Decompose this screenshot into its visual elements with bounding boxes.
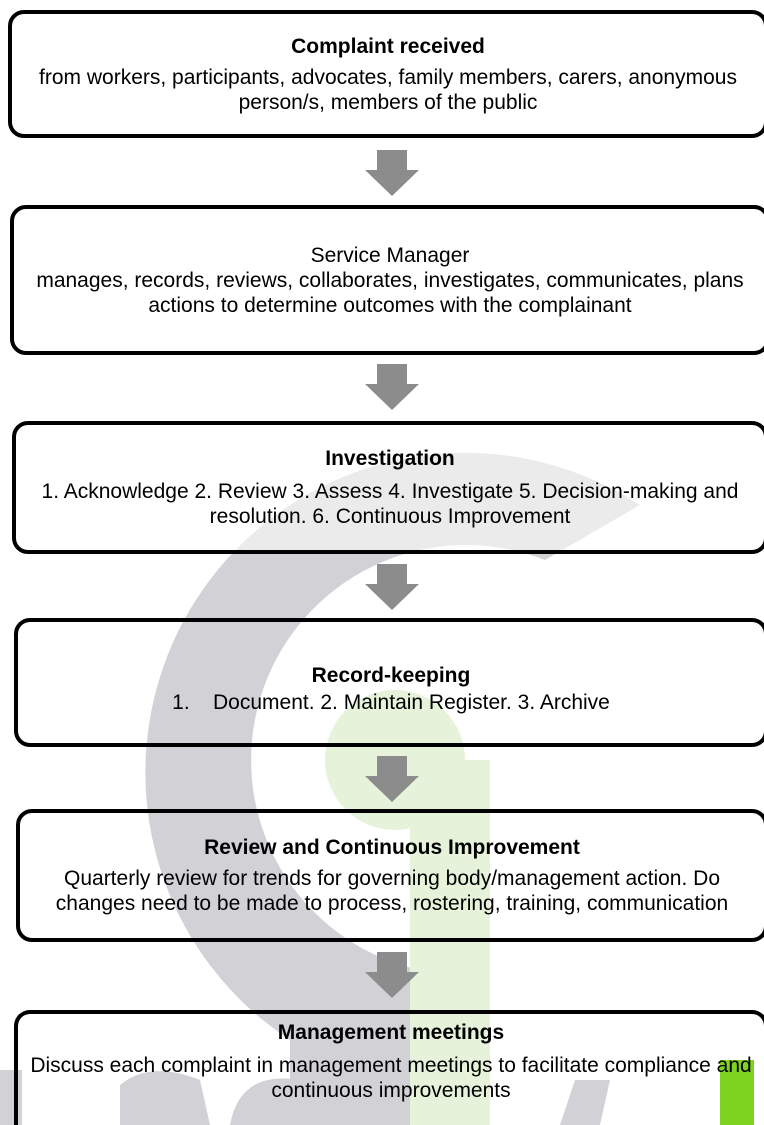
watermark-green-accent [720, 1060, 754, 1125]
step-title: Complaint received [291, 34, 485, 58]
step-body: from workers, participants, advocates, f… [39, 65, 737, 114]
step-box-service-manager: Service Manager manages, records, review… [10, 205, 764, 355]
step-title: Service Manager [310, 243, 470, 267]
watermark-letter-y [560, 1080, 610, 1125]
watermark-green-bar [410, 760, 490, 1125]
step-body: 1. Acknowledge 2. Review 3. Assess 4. In… [41, 480, 739, 528]
down-arrow-icon [365, 952, 419, 998]
step-body: Quarterly review for trends for governin… [55, 867, 729, 915]
step-box-review-continuous-improvement: Review and Continuous Improvement Quarte… [16, 809, 764, 942]
watermark-letter-a [120, 1071, 210, 1125]
step-box-complaint-received: Complaint received from workers, partici… [8, 10, 764, 138]
watermark-letter-s [230, 1078, 300, 1125]
step-title: Review and Continuous Improvement [204, 836, 580, 859]
step-body: 1. Document. 2. Maintain Register. 3. Ar… [172, 690, 610, 714]
down-arrow-icon [365, 150, 419, 196]
step-body: Discuss each complaint in management mee… [30, 1054, 752, 1102]
down-arrow-icon [365, 564, 419, 610]
step-body: manages, records, reviews, collaborates,… [36, 268, 744, 317]
step-box-record-keeping: Record-keeping 1. Document. 2. Maintain … [14, 618, 764, 747]
down-arrow-icon [365, 756, 419, 802]
down-arrow-icon [365, 364, 419, 410]
step-box-management-meetings: Management meetings Discuss each complai… [14, 1010, 764, 1125]
step-box-investigation: Investigation 1. Acknowledge 2. Review 3… [12, 421, 764, 554]
step-title: Record-keeping [311, 663, 471, 687]
step-title: Management meetings [277, 1021, 505, 1044]
step-title: Investigation [325, 447, 455, 470]
